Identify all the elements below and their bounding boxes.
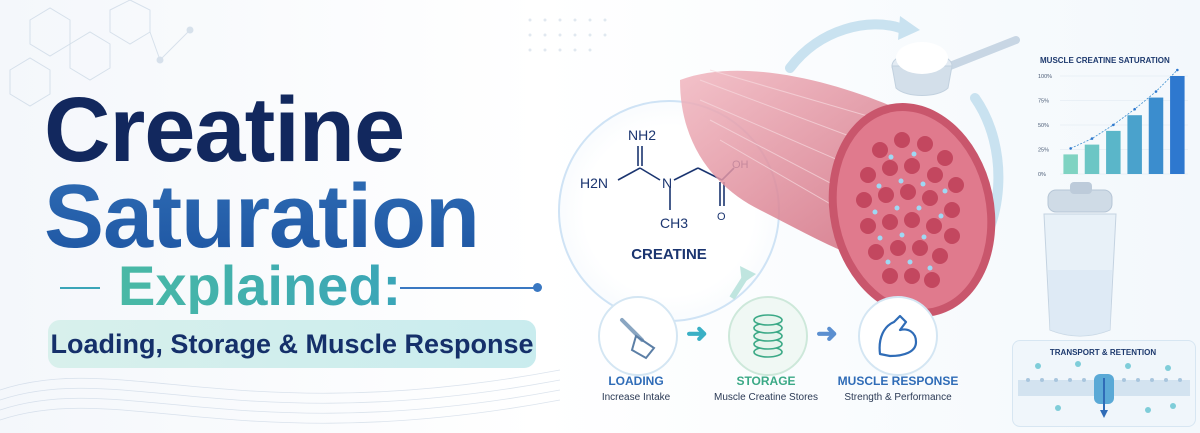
headline-line1: Creatine — [44, 79, 405, 181]
divider-left — [60, 287, 100, 289]
chart-bar — [1063, 154, 1078, 174]
saturation-chart: 100% 75% 50% 25% 0% — [1038, 68, 1188, 178]
chart-trend-point — [1133, 107, 1136, 111]
divider-dot — [533, 283, 542, 292]
step-response-subtitle: Strength & Performance — [844, 392, 952, 403]
subtitle-banner: Loading, Storage & Muscle Response — [48, 320, 536, 368]
chart-trend-point — [1112, 123, 1115, 127]
step-arrow-2: ➜ — [816, 318, 838, 348]
step-response-title: MUSCLE RESPONSE — [837, 374, 959, 388]
shaker-bottle-icon — [1043, 182, 1117, 337]
chart-title: MUSCLE CREATINE SATURATION — [1040, 56, 1170, 65]
step-storage-circle — [728, 296, 808, 376]
chart-bar — [1084, 144, 1100, 174]
muscle-fiber-illustration — [680, 69, 996, 318]
chart-bar — [1106, 130, 1121, 174]
chart-bar — [1148, 97, 1164, 174]
wave-lines-decoration — [0, 369, 560, 424]
storage-coins-icon — [753, 314, 783, 358]
step-loading-circle — [598, 296, 678, 376]
chart-trend-point — [1069, 147, 1072, 150]
atom-ch3: CH3 — [660, 215, 688, 231]
atom-h2n: H2N — [580, 175, 608, 191]
dot-grid-decoration — [528, 18, 607, 52]
step-storage-title: STORAGE — [736, 374, 796, 388]
headline-line3: Explained: — [118, 254, 402, 317]
creatine-scoop-icon — [891, 36, 1020, 96]
chart-y-tick: 50% — [1038, 123, 1049, 129]
step-storage-text: STORAGE Muscle Creatine Stores — [700, 374, 832, 403]
chart-bar — [1170, 76, 1185, 174]
up-arrow-decoration — [729, 266, 756, 300]
chart-trend-point — [1176, 68, 1179, 72]
atom-nh2: NH2 — [628, 127, 656, 143]
transport-title: TRANSPORT & RETENTION — [1049, 348, 1157, 357]
step-response-text: MUSCLE RESPONSE Strength & Performance — [830, 374, 966, 403]
subtitle-text: Loading, Storage & Muscle Response — [50, 328, 534, 359]
scoop-icon — [620, 318, 656, 360]
chart-bar — [1127, 115, 1142, 174]
chart-trend-point — [1154, 90, 1158, 93]
chart-y-tick: 25% — [1038, 148, 1049, 154]
atom-o: O — [717, 211, 726, 223]
step-response-circle — [858, 296, 938, 376]
divider-right — [400, 287, 535, 289]
headline-line2: Saturation — [44, 167, 480, 267]
chart-trend-point — [1090, 137, 1094, 140]
step-storage-subtitle: Muscle Creatine Stores — [714, 392, 818, 403]
chart-y-tick: 75% — [1038, 99, 1049, 105]
step-loading-text: LOADING Increase Intake — [576, 374, 696, 403]
membrane-transport-diagram — [1018, 361, 1190, 418]
step-arrow-1: ➜ — [686, 318, 708, 348]
chart-y-tick: 0% — [1038, 172, 1046, 178]
chart-y-tick: 100% — [1038, 74, 1052, 80]
flexed-arm-icon — [878, 314, 918, 358]
atom-n: N — [662, 175, 672, 191]
molecule-pattern-decoration — [9, 0, 194, 107]
step-loading-title: LOADING — [608, 374, 664, 388]
step-loading-subtitle: Increase Intake — [601, 392, 671, 403]
molecule-label: CREATINE — [631, 246, 707, 263]
